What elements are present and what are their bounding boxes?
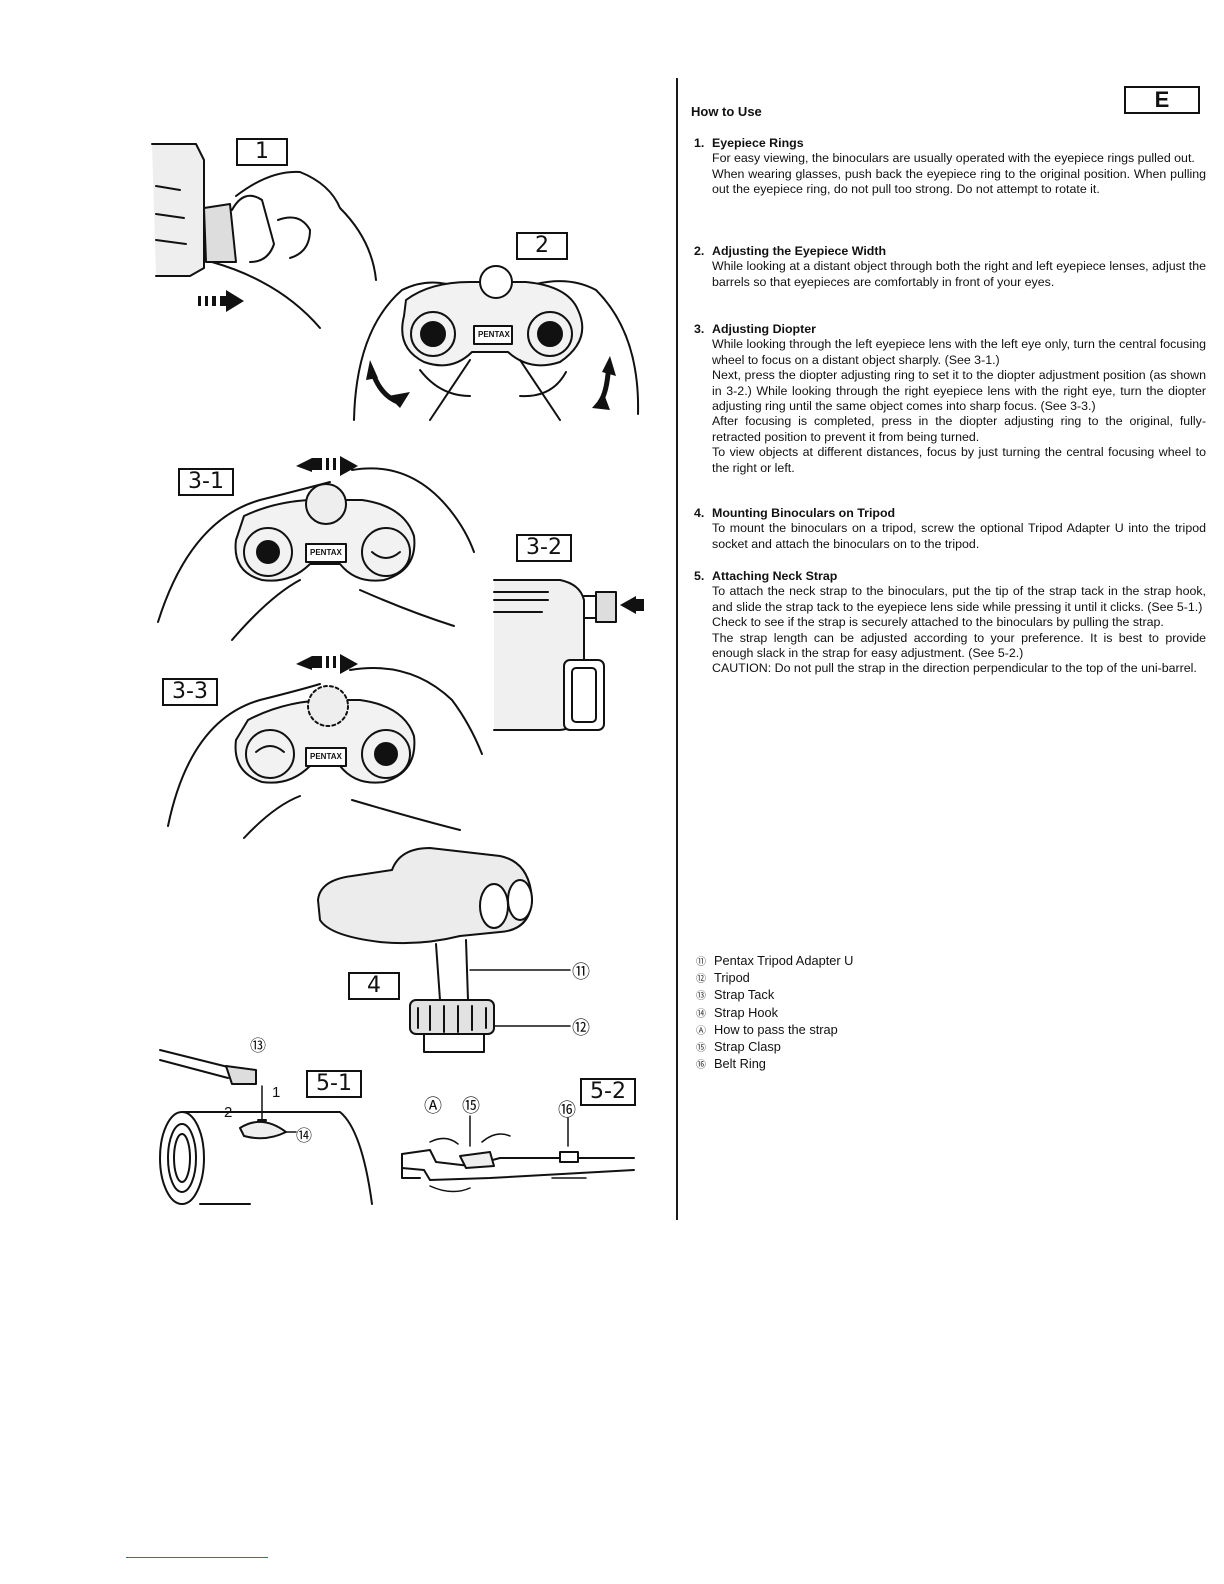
figure-3-3-drawing <box>167 667 483 839</box>
item-title: Attaching Neck Strap <box>712 569 838 583</box>
item-paragraph: For easy viewing, the binoculars are usu… <box>712 151 1195 166</box>
illustrations <box>151 143 644 1205</box>
item-number: 5. <box>694 569 705 583</box>
rotate-arrow-icon-3-3 <box>296 654 358 674</box>
legend-label: Tripod <box>714 970 750 986</box>
brand-label-fig2: PENTAX <box>478 330 510 339</box>
page-title: How to Use <box>691 104 762 119</box>
figure-label-5-1: 5-1 <box>306 1070 362 1098</box>
figure-label-4: 4 <box>348 972 400 1000</box>
legend-label: How to pass the strap <box>714 1021 838 1037</box>
item-title: Adjusting Diopter <box>712 322 816 336</box>
legend-marker: ⑮ <box>696 1043 706 1055</box>
item-number: 3. <box>694 322 705 336</box>
instruction-1: 1. Eyepiece Rings For easy viewing, the b… <box>694 136 1206 198</box>
figure-label-2: 2 <box>516 232 568 260</box>
item-paragraph: To view objects at different distances, … <box>712 445 1206 475</box>
callout-13: ⑬ <box>250 1038 267 1055</box>
legend-item: ⑪ Pentax Tripod Adapter U <box>696 953 853 970</box>
item-paragraph: After focusing is completed, press in th… <box>712 414 1206 444</box>
callout-11: ⑪ <box>572 962 590 982</box>
legend-marker: ⑪ <box>696 957 706 968</box>
legend-item: ⑭ Strap Hook <box>696 1005 853 1022</box>
item-number: 4. <box>694 506 705 520</box>
item-paragraph: While looking at a distant object throug… <box>712 259 1206 289</box>
item-paragraph: CAUTION: Do not pull the strap in the di… <box>712 661 1197 676</box>
brand-label-fig3-3: PENTAX <box>310 752 342 761</box>
item-paragraph: Check to see if the strap is securely at… <box>712 615 1164 630</box>
callout-16: ⑯ <box>558 1100 576 1120</box>
legend-label: Strap Hook <box>714 1004 779 1020</box>
item-title: Mounting Binoculars on Tripod <box>712 506 896 520</box>
callout-a: Ⓐ <box>424 1096 442 1116</box>
item-title: Adjusting the Eyepiece Width <box>712 244 887 258</box>
item-paragraph: While looking through the left eyepiece … <box>712 337 1206 367</box>
legend-marker: ⑭ <box>696 1008 706 1020</box>
figure-1-drawing <box>151 143 377 329</box>
footer-rule <box>126 1557 268 1558</box>
push-arrow-icon-3-2 <box>620 596 644 614</box>
legend-item: Ⓐ How to pass the strap <box>696 1022 853 1039</box>
figure-5-1-drawing <box>159 1049 373 1205</box>
language-tab: E <box>1124 86 1200 114</box>
item-number: 2. <box>694 244 705 258</box>
figure-label-3-3: 3-3 <box>162 678 218 706</box>
legend-marker: Ⓐ <box>696 1025 706 1037</box>
width-arrow-icon-right <box>592 356 616 410</box>
instruction-4: 4. Mounting Binoculars on Tripod To mount… <box>694 506 1206 552</box>
width-arrow-icon-left <box>366 360 410 408</box>
legend-label: Pentax Tripod Adapter U <box>714 953 854 968</box>
item-paragraph: To attach the neck strap to the binocula… <box>712 584 1206 614</box>
item-paragraph: When wearing glasses, push back the eyep… <box>712 166 1206 197</box>
legend-label: Belt Ring <box>714 1056 766 1072</box>
legend-item: ⑫ Tripod <box>696 970 853 987</box>
parts-legend: ⑪ Pentax Tripod Adapter U ⑫ Tripod ⑬ Strap … <box>696 953 853 1073</box>
figure-3-2-drawing <box>493 579 617 731</box>
column-divider <box>676 78 678 1220</box>
figure-label-3-1: 3-1 <box>178 468 234 496</box>
instruction-3: 3. Adjusting Diopter While looking throug… <box>694 322 1206 476</box>
callout-12: ⑫ <box>572 1018 590 1038</box>
item-paragraph: The strap length can be adjusted accordi… <box>712 630 1206 661</box>
legend-item: ⑮ Strap Clasp <box>696 1039 853 1056</box>
legend-label: Strap Clasp <box>714 1039 781 1055</box>
legend-label: Strap Tack <box>714 987 775 1003</box>
brand-label-fig3-1: PENTAX <box>310 548 342 557</box>
legend-item: ⑬ Strap Tack <box>696 987 853 1004</box>
rotate-arrow-icon-3-1 <box>296 456 358 476</box>
figure-4-drawing <box>317 847 571 1053</box>
item-number: 1. <box>694 136 705 150</box>
instruction-2: 2. Adjusting the Eyepiece Width While loo… <box>694 244 1206 290</box>
legend-marker: ⑯ <box>696 1060 706 1072</box>
legend-marker: ⑫ <box>696 974 706 986</box>
figure-3-1-drawing <box>157 467 475 641</box>
callout-14: ⑭ <box>296 1128 313 1145</box>
figure-label-5-2: 5-2 <box>580 1078 636 1106</box>
item-paragraph: Next, press the diopter adjusting ring t… <box>712 368 1206 414</box>
figure-label-3-2: 3-2 <box>516 534 572 562</box>
legend-marker: ⑬ <box>696 991 706 1003</box>
legend-item: ⑯ Belt Ring <box>696 1056 853 1073</box>
step-number-1: 1 <box>272 1084 281 1101</box>
item-paragraph: To mount the binoculars on a tripod, scr… <box>712 521 1206 551</box>
push-arrow-icon <box>198 290 244 312</box>
figure-2-drawing <box>353 265 640 421</box>
figure-label-1: 1 <box>236 138 288 166</box>
item-title: Eyepiece Rings <box>712 136 804 150</box>
step-number-2: 2 <box>224 1104 233 1121</box>
instruction-5: 5. Attaching Neck Strap To attach the nec… <box>694 569 1206 677</box>
figure-5-2-drawing <box>401 1115 635 1193</box>
callout-15: ⑮ <box>462 1096 480 1116</box>
